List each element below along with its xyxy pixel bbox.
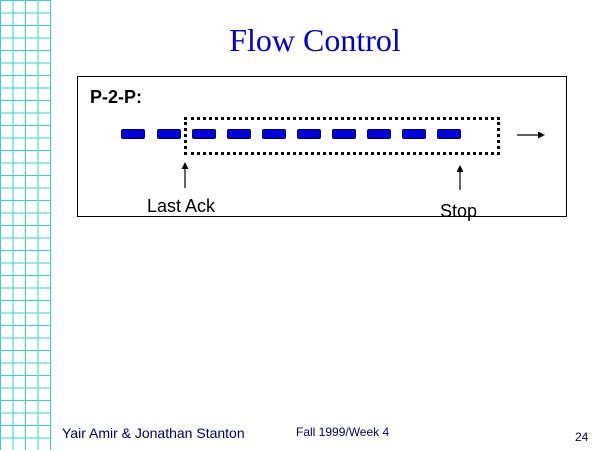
packet <box>157 129 181 139</box>
footer-term: Fall 1999/Week 4 <box>296 425 390 439</box>
sliding-window-frame <box>184 117 500 155</box>
footer-page-number: 24 <box>575 430 589 444</box>
packet <box>332 129 356 139</box>
packet <box>192 129 216 139</box>
footer-authors: Yair Amir & Jonathan Stanton <box>62 425 245 441</box>
flow-diagram-box <box>77 76 567 217</box>
decorative-grid-strip <box>0 0 51 450</box>
packet <box>402 129 426 139</box>
packet <box>227 129 251 139</box>
packet <box>121 129 145 139</box>
last-ack-label: Last Ack <box>147 196 216 216</box>
p2p-label: P-2-P: <box>90 87 143 107</box>
packet <box>297 129 321 139</box>
packet <box>262 129 286 139</box>
slide-title: Flow Control <box>229 22 401 58</box>
stop-label: Stop <box>440 201 478 221</box>
packet <box>437 129 461 139</box>
packet <box>367 129 391 139</box>
